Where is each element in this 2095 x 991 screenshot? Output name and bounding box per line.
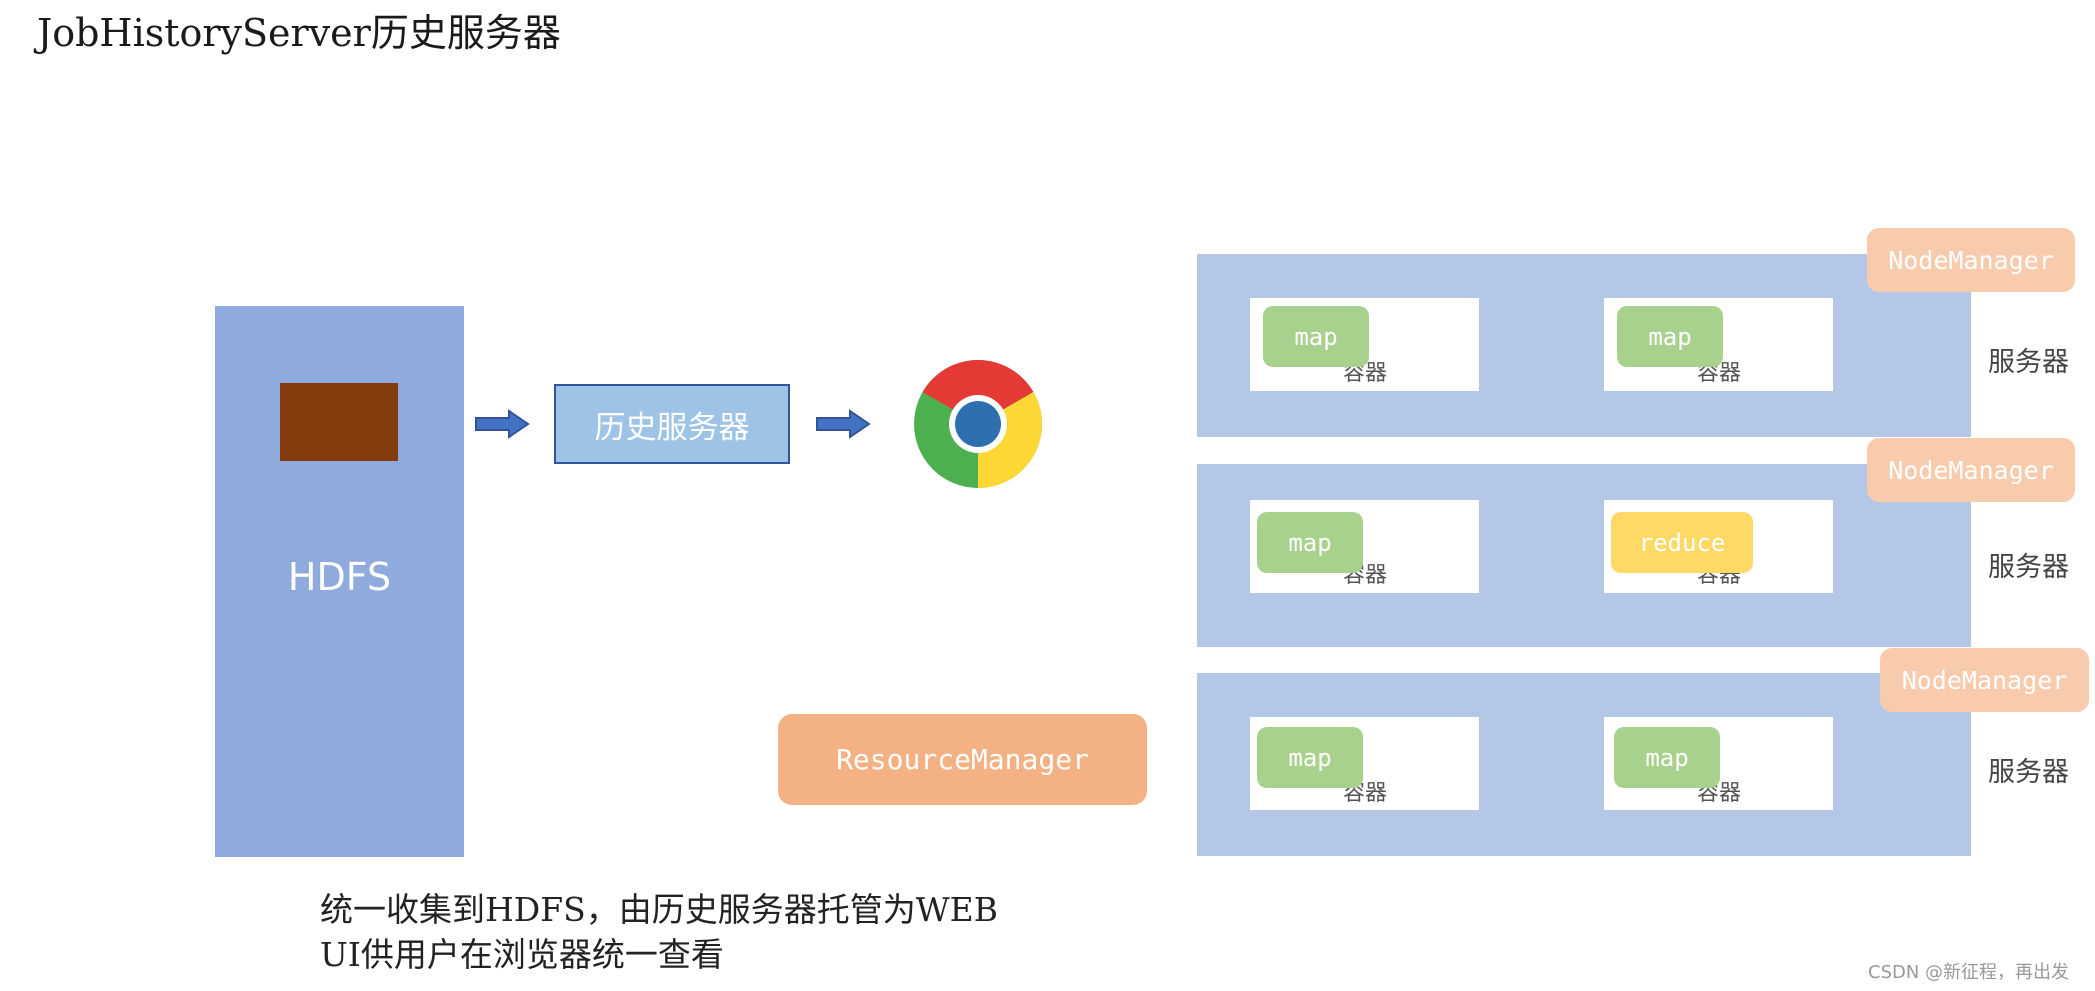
hdfs-label: HDFS xyxy=(287,555,392,599)
map-task-chip: map xyxy=(1617,306,1723,367)
node-manager-badge: NodeManager xyxy=(1880,648,2089,712)
chrome-browser-icon xyxy=(914,360,1042,488)
watermark: CSDN @新征程，再出发 xyxy=(1868,962,2070,983)
caption-line: UI供用户在浏览器统一查看 xyxy=(320,935,724,974)
reduce-task-chip: reduce xyxy=(1611,512,1753,573)
node-manager-badge: NodeManager xyxy=(1867,438,2075,502)
history-server-box: 历史服务器 xyxy=(554,384,790,464)
resource-manager-box: ResourceManager xyxy=(778,714,1147,805)
arrow-right-icon xyxy=(475,409,530,439)
history-server-label: 历史服务器 xyxy=(594,409,750,446)
server-label: 服务器 xyxy=(1988,552,2069,583)
arrow-right-icon xyxy=(816,409,871,439)
map-task-chip: map xyxy=(1257,727,1363,788)
caption-line: 统一收集到HDFS，由历史服务器托管为WEB xyxy=(320,890,998,929)
diagram-title: JobHistoryServer历史服务器 xyxy=(37,11,561,55)
node-manager-badge: NodeManager xyxy=(1867,228,2075,292)
server-label: 服务器 xyxy=(1988,757,2069,788)
map-task-chip: map xyxy=(1257,512,1363,573)
caption: 统一收集到HDFS，由历史服务器托管为WEB UI供用户在浏览器统一查看 xyxy=(320,887,998,977)
map-task-chip: map xyxy=(1614,727,1720,788)
hdfs-log-block xyxy=(280,383,398,461)
server-label: 服务器 xyxy=(1988,347,2069,378)
resource-manager-label: ResourceManager xyxy=(836,743,1089,776)
map-task-chip: map xyxy=(1263,306,1369,367)
